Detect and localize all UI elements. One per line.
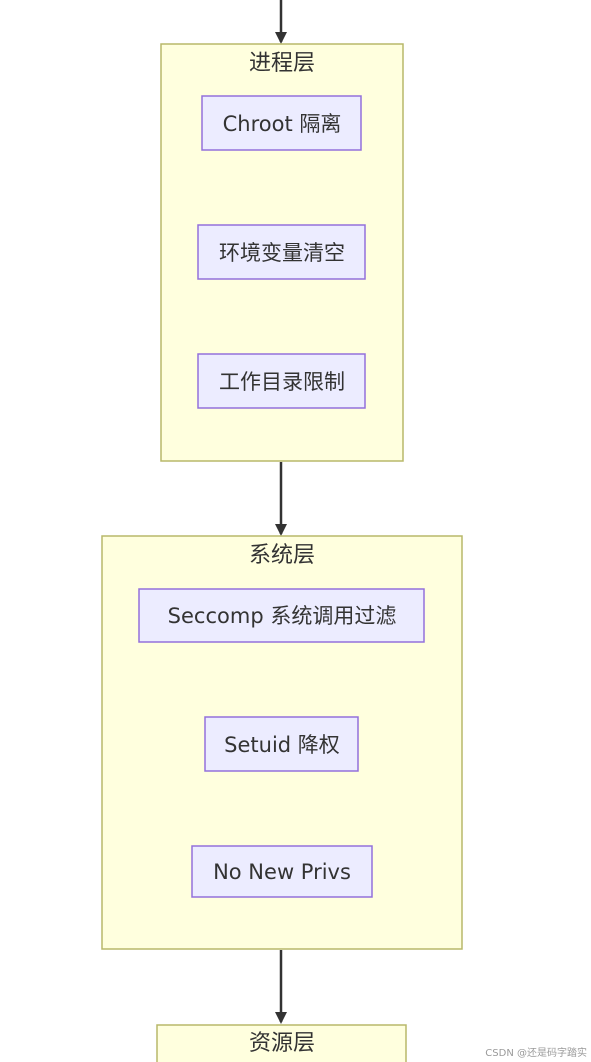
node-chroot-isolation[interactable]: Chroot 隔离	[201, 95, 362, 151]
node-clear-env-vars-box	[197, 224, 366, 280]
cluster-resource-layer-title: 资源层	[249, 1031, 315, 1056]
node-chroot-isolation-label: Chroot 隔离	[223, 112, 342, 136]
cluster-system-layer: 系统层 Seccomp 系统调用过滤 Setuid 降权 No New Priv…	[101, 535, 463, 950]
node-seccomp-filter-box	[138, 588, 425, 643]
cluster-resource-layer-box	[156, 1024, 407, 1062]
node-workdir-restriction-label: 工作目录限制	[219, 370, 345, 394]
node-no-new-privs-label: No New Privs	[213, 860, 351, 884]
node-chroot-isolation-box	[201, 95, 362, 151]
cluster-process-layer-title: 进程层	[249, 51, 315, 76]
cluster-process-layer: 进程层 Chroot 隔离 环境变量清空 工作目录限制	[160, 43, 404, 462]
node-clear-env-vars-label: 环境变量清空	[219, 241, 345, 265]
cluster-resource-layer: 资源层	[156, 1024, 407, 1062]
cluster-system-layer-title: 系统层	[249, 543, 315, 568]
node-clear-env-vars[interactable]: 环境变量清空	[197, 224, 366, 280]
node-setuid-drop[interactable]: Setuid 降权	[204, 716, 359, 772]
node-seccomp-filter-label: Seccomp 系统调用过滤	[168, 604, 397, 628]
node-no-new-privs[interactable]: No New Privs	[191, 845, 373, 898]
node-setuid-drop-label: Setuid 降权	[224, 733, 340, 757]
node-seccomp-filter[interactable]: Seccomp 系统调用过滤	[138, 588, 425, 643]
node-no-new-privs-box	[191, 845, 373, 898]
node-workdir-restriction[interactable]: 工作目录限制	[197, 353, 366, 409]
node-setuid-drop-box	[204, 716, 359, 772]
csdn-watermark: CSDN @还是码字踏实	[485, 1048, 587, 1059]
node-workdir-restriction-box	[197, 353, 366, 409]
